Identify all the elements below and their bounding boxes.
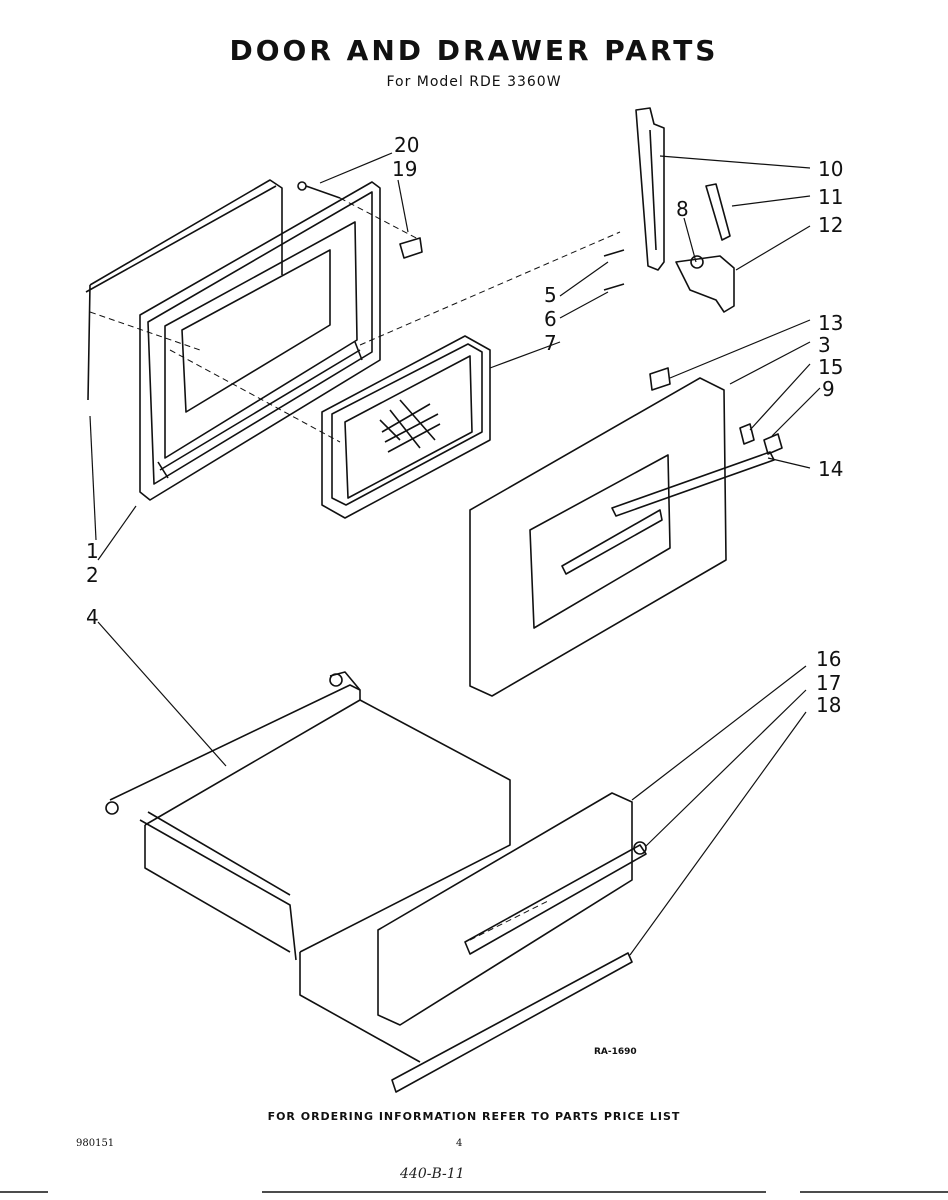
- callout-12: 12: [818, 213, 843, 237]
- callout-labels: 20 19 10 11 12 8 5 6 7 13 3 15 9 14 1 2 …: [86, 133, 843, 717]
- drawer-body: [105, 671, 511, 1063]
- outer-door-panel: [469, 377, 727, 697]
- callout-16: 16: [816, 647, 841, 671]
- callout-11: 11: [818, 185, 843, 209]
- callout-17: 17: [816, 671, 841, 695]
- door-glass-assembly: [321, 335, 491, 519]
- callout-10: 10: [818, 157, 843, 181]
- callout-7: 7: [544, 331, 557, 355]
- leader-lines: [89, 152, 821, 956]
- figure-reference: RA-1690: [594, 1047, 637, 1057]
- page-number: 4: [456, 1138, 463, 1149]
- door-handle: [611, 451, 775, 517]
- drawer-trim: [391, 952, 633, 1093]
- callout-5: 5: [544, 283, 557, 307]
- hinge-lever: [675, 255, 735, 313]
- callout-18: 18: [816, 693, 841, 717]
- callout-13: 13: [818, 311, 843, 335]
- callout-9: 9: [822, 377, 835, 401]
- handwritten-note: 440-B-11: [400, 1166, 465, 1182]
- door-hinge: [635, 107, 665, 271]
- callout-4: 4: [86, 605, 99, 629]
- ordering-notice: FOR ORDERING INFORMATION REFER TO PARTS …: [267, 1110, 681, 1123]
- callout-8: 8: [676, 197, 689, 221]
- callout-3: 3: [818, 333, 831, 357]
- callout-15: 15: [818, 355, 843, 379]
- callout-14: 14: [818, 457, 843, 481]
- door-gasket: [85, 179, 283, 401]
- hinge-spring: [705, 183, 731, 241]
- callout-2: 2: [86, 563, 99, 587]
- drawer-front: [377, 792, 647, 1026]
- callout-6: 6: [544, 307, 557, 331]
- model-subtitle: For Model RDE 3360W: [386, 74, 562, 90]
- assembly-lines: [89, 197, 621, 1063]
- screws: [297, 181, 783, 455]
- callout-1: 1: [86, 539, 99, 563]
- inner-door-liner: [139, 181, 381, 501]
- callout-20: 20: [394, 133, 419, 157]
- document-code: 980151: [76, 1138, 115, 1149]
- page-title: DOOR AND DRAWER PARTS: [229, 34, 719, 67]
- callout-19: 19: [392, 157, 417, 181]
